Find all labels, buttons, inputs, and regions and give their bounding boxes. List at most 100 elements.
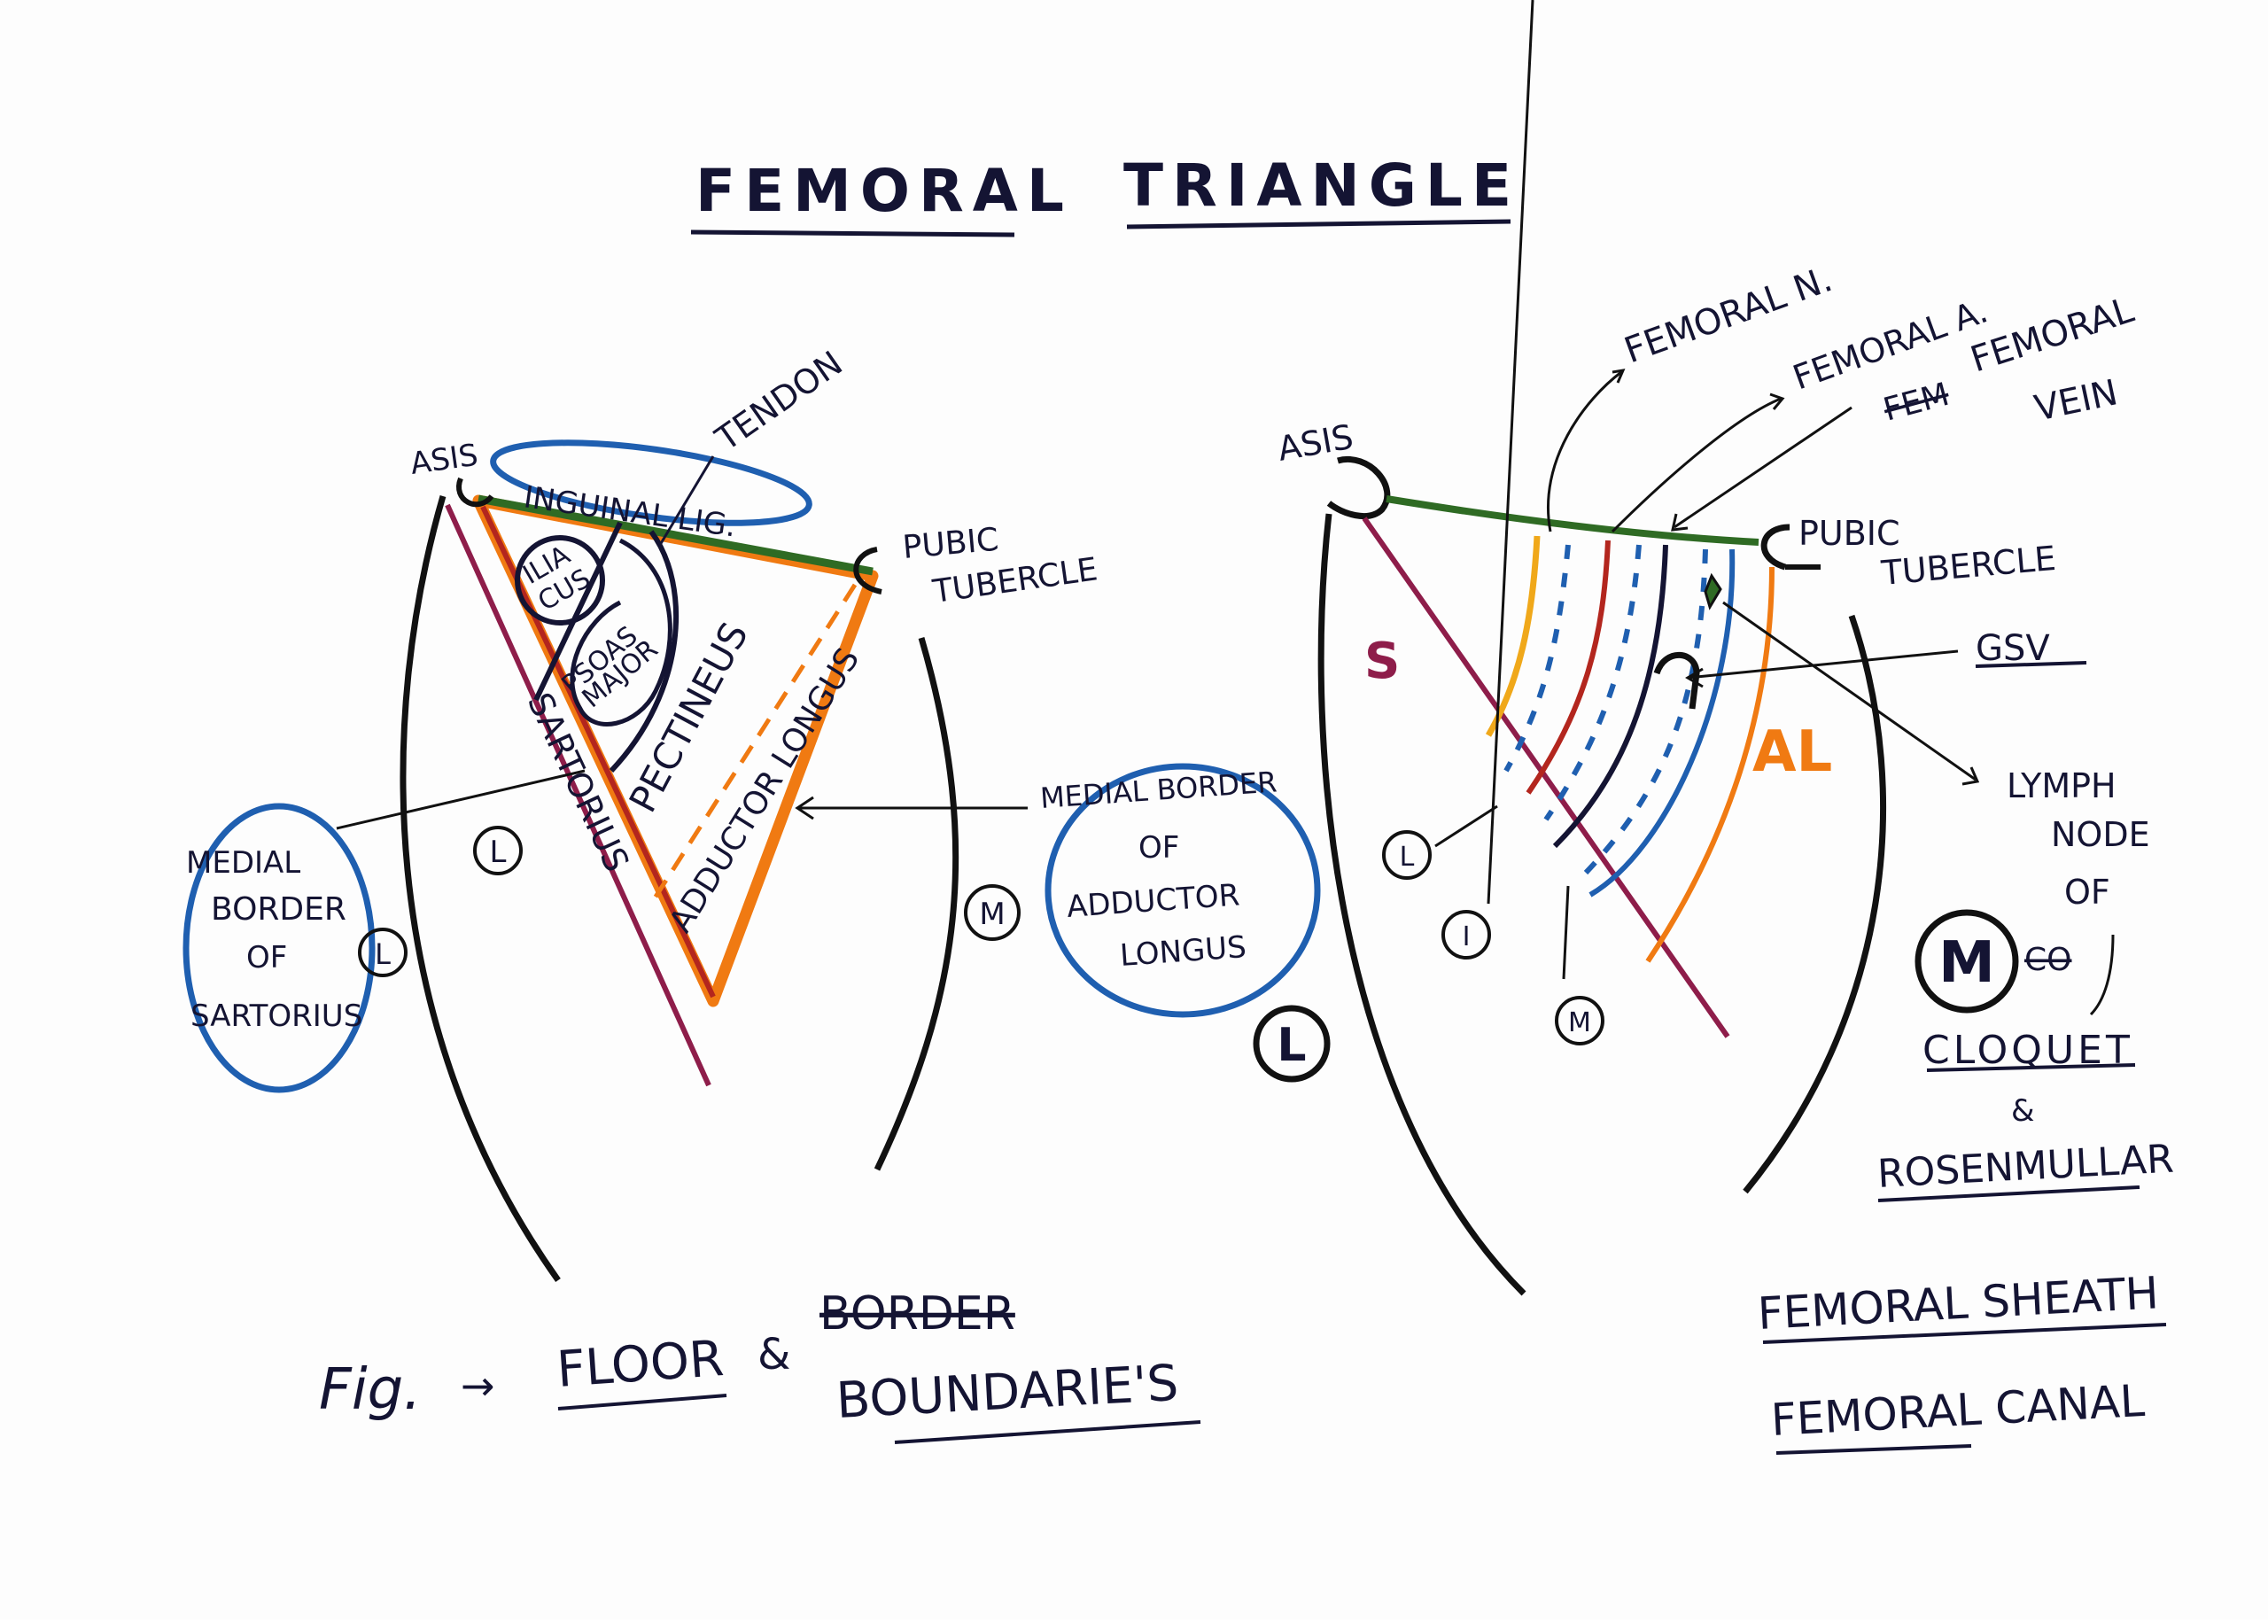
label-femoral-artery: FEMORAL A. <box>1788 291 1992 397</box>
femoral-artery-line <box>1526 540 1611 795</box>
label-femoral-sheath-underline <box>1762 1323 2167 1344</box>
label-femoral-vein-1: FEMORAL <box>1966 290 2140 381</box>
callout-adductor-circle <box>1045 763 1321 1018</box>
label-lymph-node-2: NODE <box>2051 815 2150 854</box>
caption-arrow: → <box>461 1362 495 1410</box>
compartment-lateral-dashes <box>1503 544 1571 773</box>
title-word-triangle: TRIANGLE <box>1123 152 1520 220</box>
right-pubic-tubercle-hook <box>1760 524 1790 571</box>
label-tubercle-right: TUBERCLE <box>1879 539 2057 593</box>
callout-sartorius-marker-circle <box>358 928 408 977</box>
arrow-intermediate-compartment <box>1487 0 1534 905</box>
compartment-intermediate-dashes <box>1543 544 1642 821</box>
inguinal-ligament-highlight <box>490 439 812 526</box>
title-word-femoral: FEMORAL <box>695 157 1073 225</box>
pubic-tubercle-hook <box>853 547 882 594</box>
right-inguinal-ligament <box>1386 495 1759 546</box>
label-sartorius-s: S <box>1364 633 1400 690</box>
medial-big-circle <box>1915 909 2019 1014</box>
callout-sartorius-circle <box>183 803 376 1093</box>
intermediate-small-circle <box>1441 910 1491 960</box>
right-sartorius-border <box>1362 517 1730 1038</box>
right-figure: ASIS FEMORAL N. FEMORAL A. FEM FEMORAL V… <box>1253 0 2175 1455</box>
inguinal-ligament-line <box>478 494 874 576</box>
caption-floor: FLOOR <box>555 1330 726 1399</box>
callout-sartorius-marker: L <box>375 937 391 971</box>
pointer-gsv <box>1687 649 1959 680</box>
right-thigh-medial-outline <box>1743 614 1887 1194</box>
pointer-femoral-vein-head <box>1671 513 1689 532</box>
caption-boundaries: BOUNDARIE'S <box>835 1355 1179 1430</box>
lymph-node-mark <box>1704 572 1722 610</box>
label-gsv-underline <box>1975 661 2087 668</box>
callout-adductor-arrowhead <box>795 796 814 820</box>
label-femoral-vein-struck: FEM <box>1880 377 1953 429</box>
pointer-femoral-vein <box>1674 406 1852 529</box>
callout-adductor-line-2: OF <box>1138 830 1179 866</box>
callout-sartorius-line-1: MEDIAL <box>186 845 300 881</box>
pointer-femoral-nerve-head <box>1612 369 1626 384</box>
caption: Fig. → FLOOR & BORDER BOUNDARIE'S <box>319 1287 1201 1444</box>
right-thigh-lateral-outline <box>1317 513 1526 1296</box>
pointer-lymph-node-head <box>1961 766 1980 786</box>
label-lymph-node-1: LYMPH <box>2007 766 2117 805</box>
callout-adductor-line-3: ADDUCTOR <box>1066 877 1241 925</box>
pointer-femoral-nerve <box>1547 370 1622 532</box>
label-femoral-canal-underline <box>1775 1444 1972 1455</box>
label-femoral-vein-2: VEIN <box>2031 372 2122 430</box>
lateral-big-circle <box>1253 1005 1331 1083</box>
arrow-medial-compartment <box>1562 885 1570 980</box>
compartment-medial-dashes <box>1583 548 1708 875</box>
caption-fig: Fig. <box>319 1357 422 1423</box>
psoas-lateral-line <box>609 530 680 773</box>
caption-amp: & <box>757 1330 790 1379</box>
callout-sartorius-line-4: SARTORIUS <box>190 998 362 1034</box>
label-struck-small: CO <box>2024 942 2071 978</box>
title-underline-1 <box>690 229 1015 237</box>
left-thigh-lateral-outline <box>400 495 561 1283</box>
label-tendon: TENDON <box>708 344 850 459</box>
medial-marker: M <box>979 897 1005 932</box>
label-asis-left: ASIS <box>408 438 480 482</box>
femoral-nerve-line <box>1485 535 1541 737</box>
pointer-femoral-artery <box>1611 397 1782 533</box>
right-adductor-longus-border <box>1645 566 1775 963</box>
label-amp-right: & <box>2011 1093 2035 1129</box>
sartorius-outline <box>445 503 711 1087</box>
psoas-major-outline <box>570 538 672 727</box>
tendon-pointer <box>658 455 715 546</box>
arrow-lateral-compartment <box>1434 804 1498 848</box>
label-pubic-left: PUBIC <box>901 522 1000 566</box>
pointer-cloquet <box>2089 934 2115 1016</box>
caption-boundaries-underline <box>894 1420 1201 1444</box>
pointer-femoral-artery-head <box>1769 392 1785 410</box>
gsv-hook <box>1653 651 1700 710</box>
title-underline-2 <box>1126 219 1511 229</box>
right-asis-hook <box>1326 456 1391 520</box>
label-cloquet-underline <box>1926 1063 2136 1072</box>
lateral-marker-circle <box>473 826 523 875</box>
label-lateral-small: L <box>1400 842 1415 873</box>
label-intermediate-small: I <box>1463 921 1471 952</box>
label-pubic-right: PUBIC <box>1798 514 1900 553</box>
femoral-sheath-medial-line <box>1588 548 1736 897</box>
title: FEMORAL TRIANGLE <box>690 152 1520 237</box>
pointer-gsv-head <box>1685 667 1704 688</box>
lateral-small-circle <box>1382 830 1432 880</box>
callout-adductor-line-1: MEDIAL BORDER <box>1039 765 1278 815</box>
left-thigh-medial-outline <box>874 637 959 1171</box>
callout-sartorius-line-2: BORDER <box>211 891 346 928</box>
label-rosenmullar-underline <box>1877 1185 2140 1202</box>
label-gsv: GSV <box>1976 628 2050 669</box>
callout-adductor-line-4: LONGUS <box>1119 929 1247 974</box>
caption-struck-border: BORDER <box>819 1287 1015 1340</box>
pointer-lymph-node <box>1722 601 1977 781</box>
callout-sartorius-line-3: OF <box>246 940 287 975</box>
asis-hook <box>456 477 494 508</box>
label-lymph-node-3: OF <box>2064 873 2110 912</box>
label-adductor-al: AL <box>1752 719 1832 785</box>
caption-floor-underline <box>557 1394 727 1410</box>
callout-sartorius-pointer <box>336 769 586 830</box>
